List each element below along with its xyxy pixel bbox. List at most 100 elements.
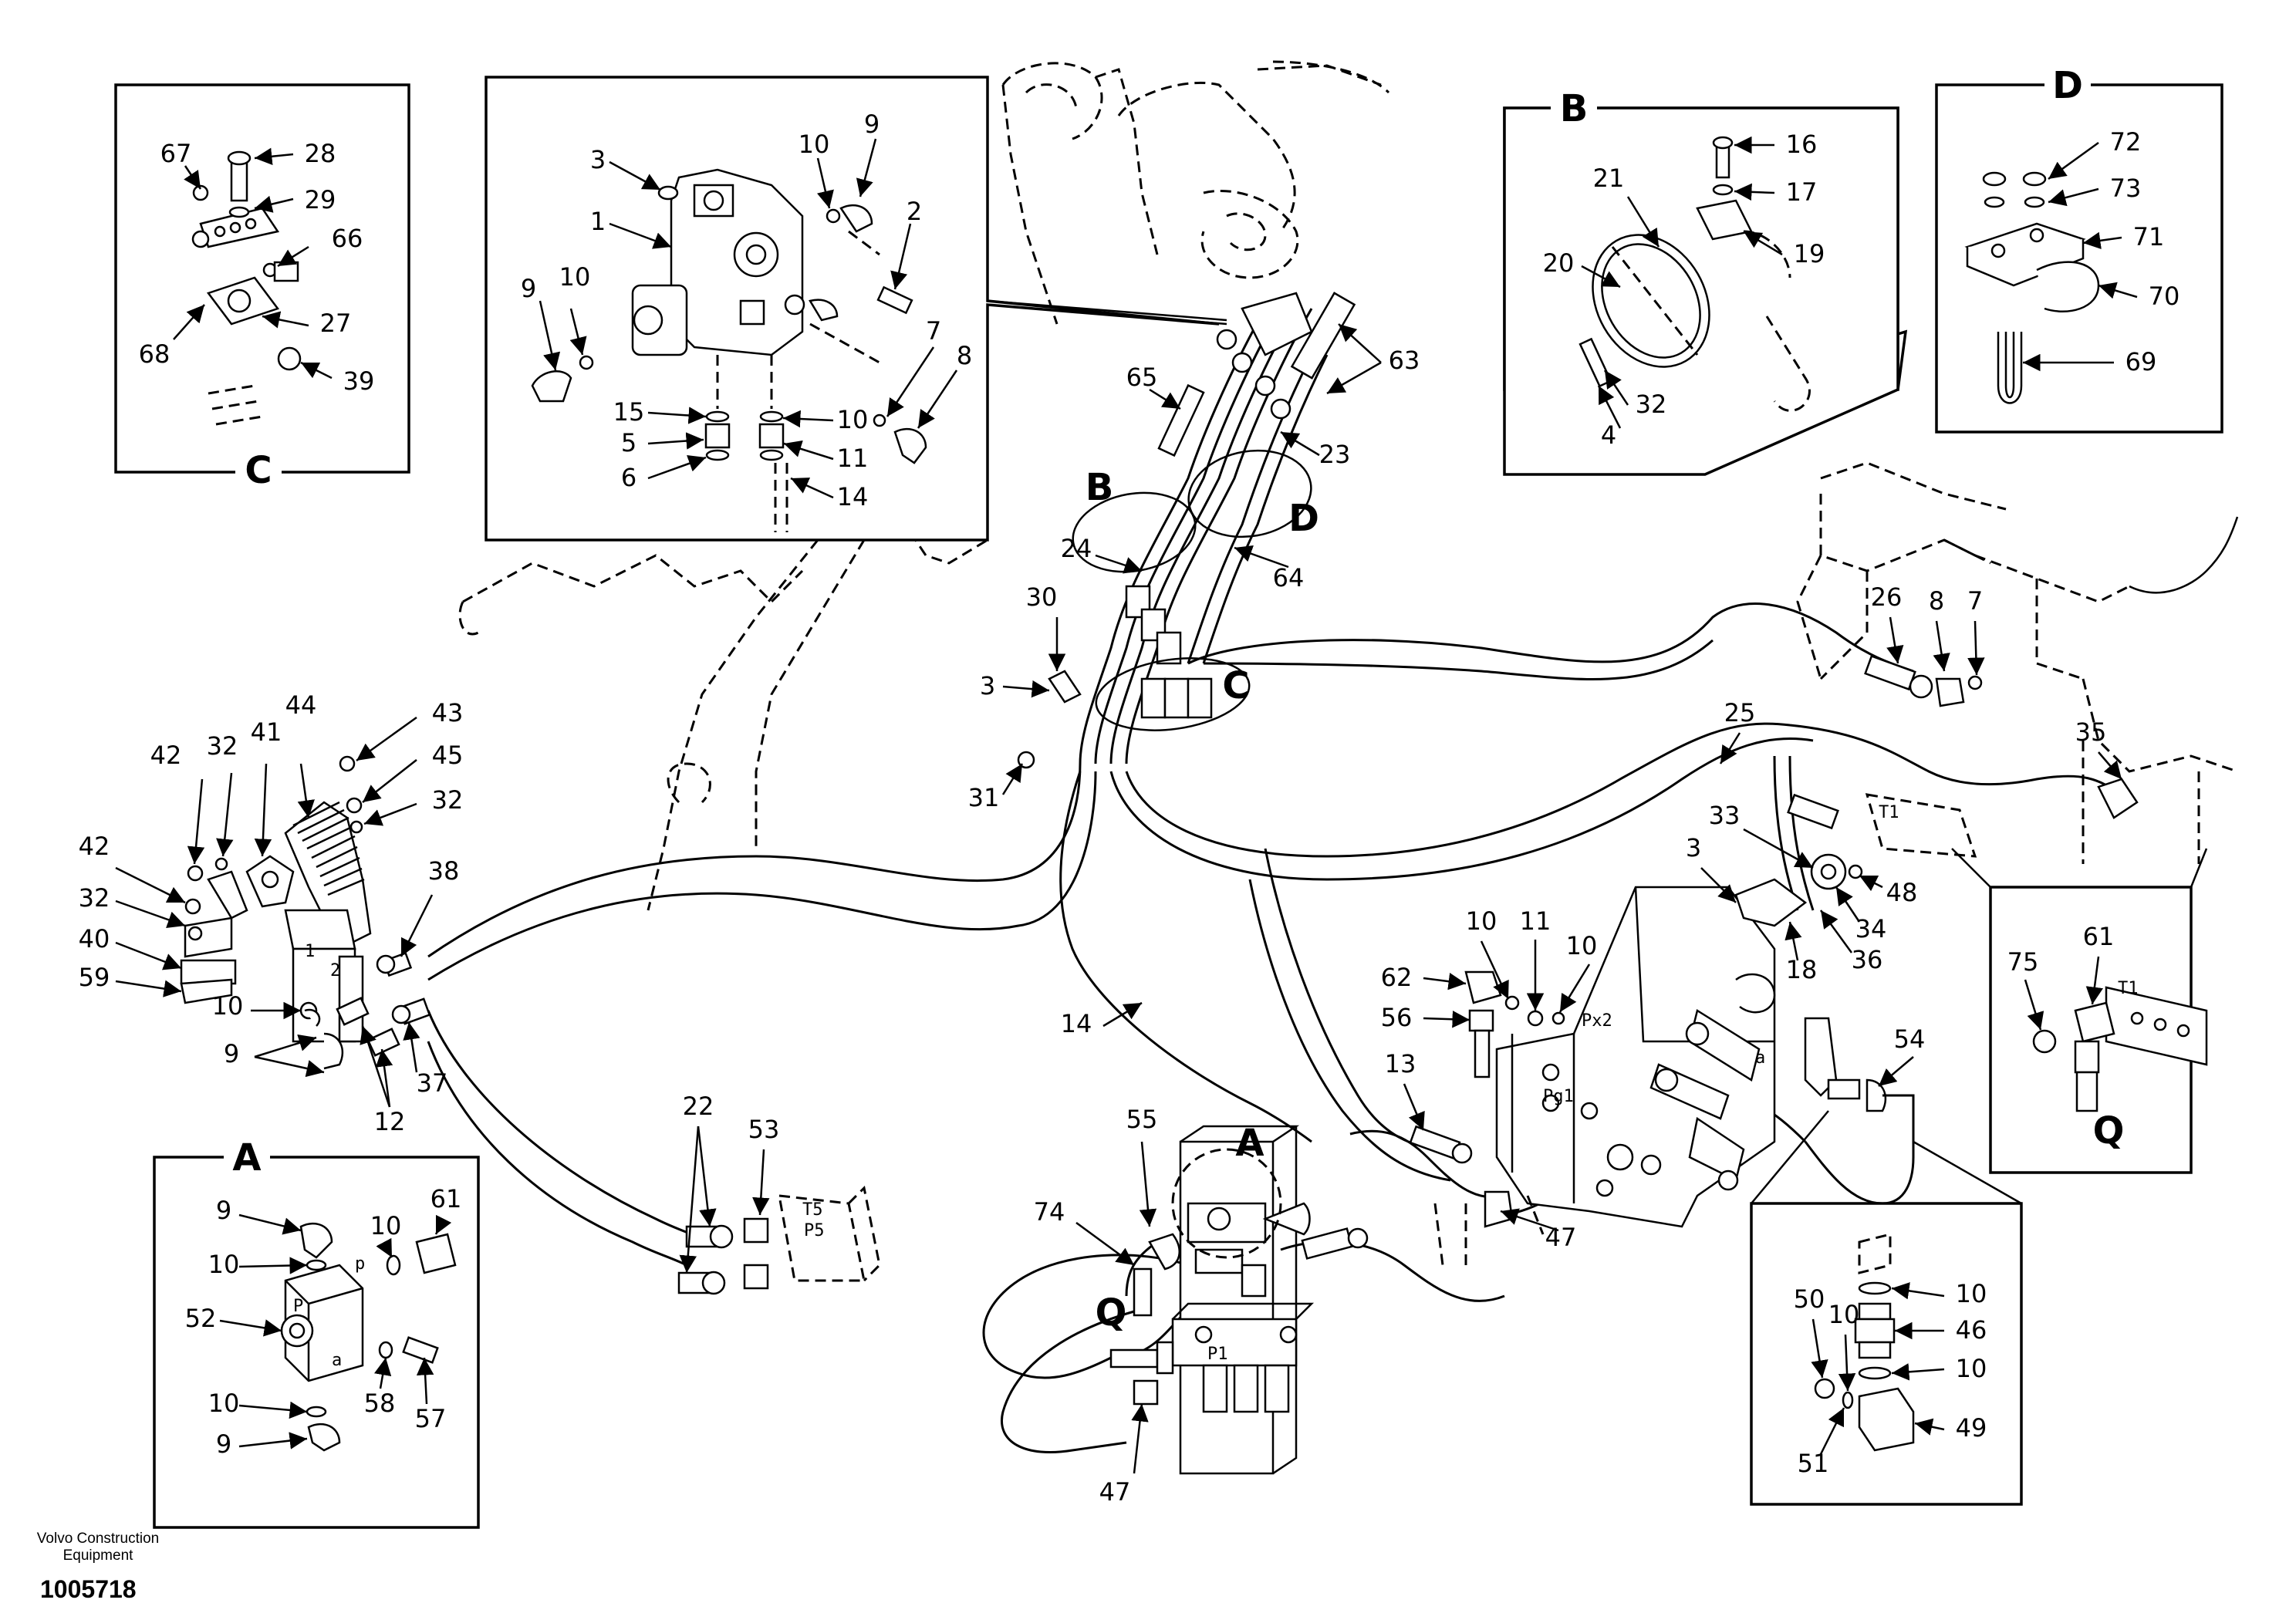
port-label-p-inset-a: P [293,1297,303,1316]
inset-d [1935,73,2223,434]
port-label-p5: P5 [804,1221,825,1240]
part-number-43: 43 [432,698,464,727]
company-name-line-1: Volvo Construction [36,1531,160,1547]
part-number-10-valve-right: 10 [1566,931,1598,960]
part-number-61-a: 61 [430,1184,462,1213]
part-number-9-a-top: 9 [216,1196,231,1225]
port-label-t1-dashed: T1 [1879,803,1899,822]
part-number-10-br-left: 10 [1828,1300,1860,1329]
part-number-32-pedal: 32 [432,785,464,815]
part-number-37: 37 [417,1068,448,1098]
inset-bottom-right [1750,1110,2023,1506]
part-number-5: 5 [621,428,636,457]
part-number-58: 58 [364,1389,396,1418]
part-number-10-inset-right: 10 [837,405,869,434]
port-label-p-lower-inset-a: p [355,1254,365,1274]
part-number-47-valve: 47 [1545,1223,1577,1252]
foot-pedal-assembly [180,755,431,1070]
part-number-10-a-mid: 10 [208,1250,240,1279]
part-number-24: 24 [1061,534,1092,563]
part-number-10-inset-left: 10 [559,262,591,292]
part-number-9-pedal: 9 [224,1039,239,1068]
part-number-28: 28 [305,139,336,168]
part-number-42-top: 42 [150,741,182,770]
part-number-13: 13 [1385,1049,1416,1078]
part-number-35: 35 [2075,717,2107,747]
view-label-a-callout: A [1235,1122,1264,1165]
part-number-53: 53 [748,1115,780,1144]
part-number-11: 11 [1520,906,1551,936]
part-number-64: 64 [1273,563,1305,592]
part-number-52: 52 [185,1304,217,1333]
part-number-30: 30 [1026,582,1058,612]
part-number-7: 7 [1967,586,1983,616]
solenoid-valve-block [1109,1125,1369,1475]
part-number-6: 6 [621,463,636,492]
inset-top-valve [485,76,1227,542]
part-number-59: 59 [79,963,110,992]
part-numbers: 67 28 29 66 27 68 39 3 1 9 10 10 9 2 7 8… [79,110,2180,1507]
part-number-14: 14 [1061,1009,1092,1038]
part-number-57: 57 [415,1404,447,1433]
port-label-a-inset-a: a [332,1351,342,1370]
part-number-12: 12 [374,1107,406,1136]
part-number-69: 69 [2125,347,2157,376]
view-label-d-inset: D [2052,64,2083,107]
part-number-32-inset-b: 32 [1636,390,1667,419]
part-number-45: 45 [432,741,464,770]
part-number-61-q: 61 [2083,922,2115,951]
company-name-line-2: Equipment [62,1547,133,1564]
part-number-1: 1 [590,207,606,236]
part-number-32-left: 32 [79,883,110,913]
part-number-68: 68 [139,339,171,369]
part-number-75: 75 [2007,947,2039,977]
part-number-10-valve-left: 10 [1466,906,1497,936]
view-labels: C B D A B D C A Q Q [232,64,2124,1335]
port-label-t5: T5 [802,1200,823,1220]
view-label-b-inset: B [1560,87,1589,130]
part-number-46: 46 [1956,1315,1987,1345]
port-label-px2: Px2 [1582,1011,1612,1031]
part-number-38: 38 [428,856,460,886]
view-label-d-callout: D [1288,497,1319,540]
part-number-10-pedal: 10 [212,991,244,1021]
part-number-23: 23 [1319,440,1351,469]
lower-left-fittings [677,1185,881,1295]
part-number-29: 29 [305,185,336,214]
document-number: 1005718 [40,1575,137,1603]
part-number-3-boom: 3 [980,671,995,700]
port-label-p1: P1 [1207,1345,1228,1364]
inset-a [153,1145,480,1529]
part-number-18: 18 [1786,955,1818,984]
main-control-valve [1409,886,1915,1266]
part-number-11-inset: 11 [837,444,869,473]
part-number-39: 39 [343,366,375,396]
leader-lines [115,136,2138,1474]
port-labels: 1 2 T5 P5 T1 Px2 Pg1 a P1 T1 P p a [293,803,2139,1370]
part-number-65: 65 [1126,363,1158,392]
part-number-10-inset-top: 10 [799,130,830,159]
part-number-2: 2 [907,197,922,226]
part-number-10-a-bottom: 10 [208,1389,240,1418]
part-number-66: 66 [332,224,363,253]
part-number-15: 15 [613,397,645,427]
part-number-27: 27 [320,309,352,338]
part-number-9-inset-top: 9 [864,110,880,139]
part-number-62: 62 [1381,963,1413,992]
part-number-48: 48 [1886,878,1918,907]
view-label-q-inset: Q [2093,1109,2125,1153]
company-name: Volvo Construction Equipment [17,1531,179,1564]
port-label-pedal-1: 1 [305,942,315,961]
part-number-3-right: 3 [1686,833,1701,862]
part-number-72: 72 [2110,127,2142,157]
part-number-10-br-top: 10 [1956,1279,1987,1308]
part-number-8: 8 [1929,586,1944,616]
part-number-25: 25 [1724,698,1756,727]
part-number-4: 4 [1601,420,1616,450]
port-label-pedal-2: 2 [330,961,340,980]
part-number-20: 20 [1543,248,1575,278]
part-number-42-left: 42 [79,832,110,861]
part-number-44: 44 [285,690,317,720]
view-label-c-callout: C [1222,664,1249,707]
part-number-3-inset: 3 [590,145,606,174]
